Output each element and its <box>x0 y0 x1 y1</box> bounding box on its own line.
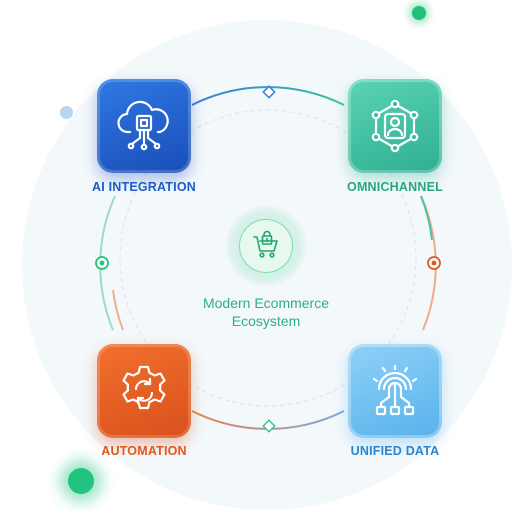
center-title-line1: Modern Ecommerce <box>202 295 330 311</box>
omnichannel-label: OMNICHANNEL <box>347 180 443 194</box>
ai-integration-label: AI INTEGRATION <box>92 180 196 194</box>
diamond-marker-icon <box>262 419 276 433</box>
network-user-icon <box>371 99 419 153</box>
fingerprint-gear-icon <box>372 364 418 416</box>
center-title: Modern Ecommerce Ecosystem <box>166 294 366 330</box>
center-hub[interactable] <box>239 219 293 273</box>
diamond-marker-icon <box>262 85 276 99</box>
unified-data-tile[interactable] <box>348 344 442 438</box>
unified-data-label: UNIFIED DATA <box>350 444 440 458</box>
gear-sync-icon <box>122 365 166 410</box>
automation-tile[interactable] <box>97 344 191 438</box>
automation-label: AUTOMATION <box>101 444 187 458</box>
omnichannel-tile[interactable] <box>348 79 442 173</box>
center-title-line2: Ecosystem <box>231 313 301 329</box>
ai-integration-tile[interactable] <box>97 79 191 173</box>
decorative-dot <box>68 468 94 494</box>
cloud-chip-icon <box>117 100 169 151</box>
decorative-dot <box>60 106 73 119</box>
ring-dot-marker-icon <box>427 256 441 270</box>
ring-dot-marker-icon <box>95 256 109 270</box>
decorative-dot <box>412 6 426 20</box>
cart-icon <box>253 230 278 258</box>
